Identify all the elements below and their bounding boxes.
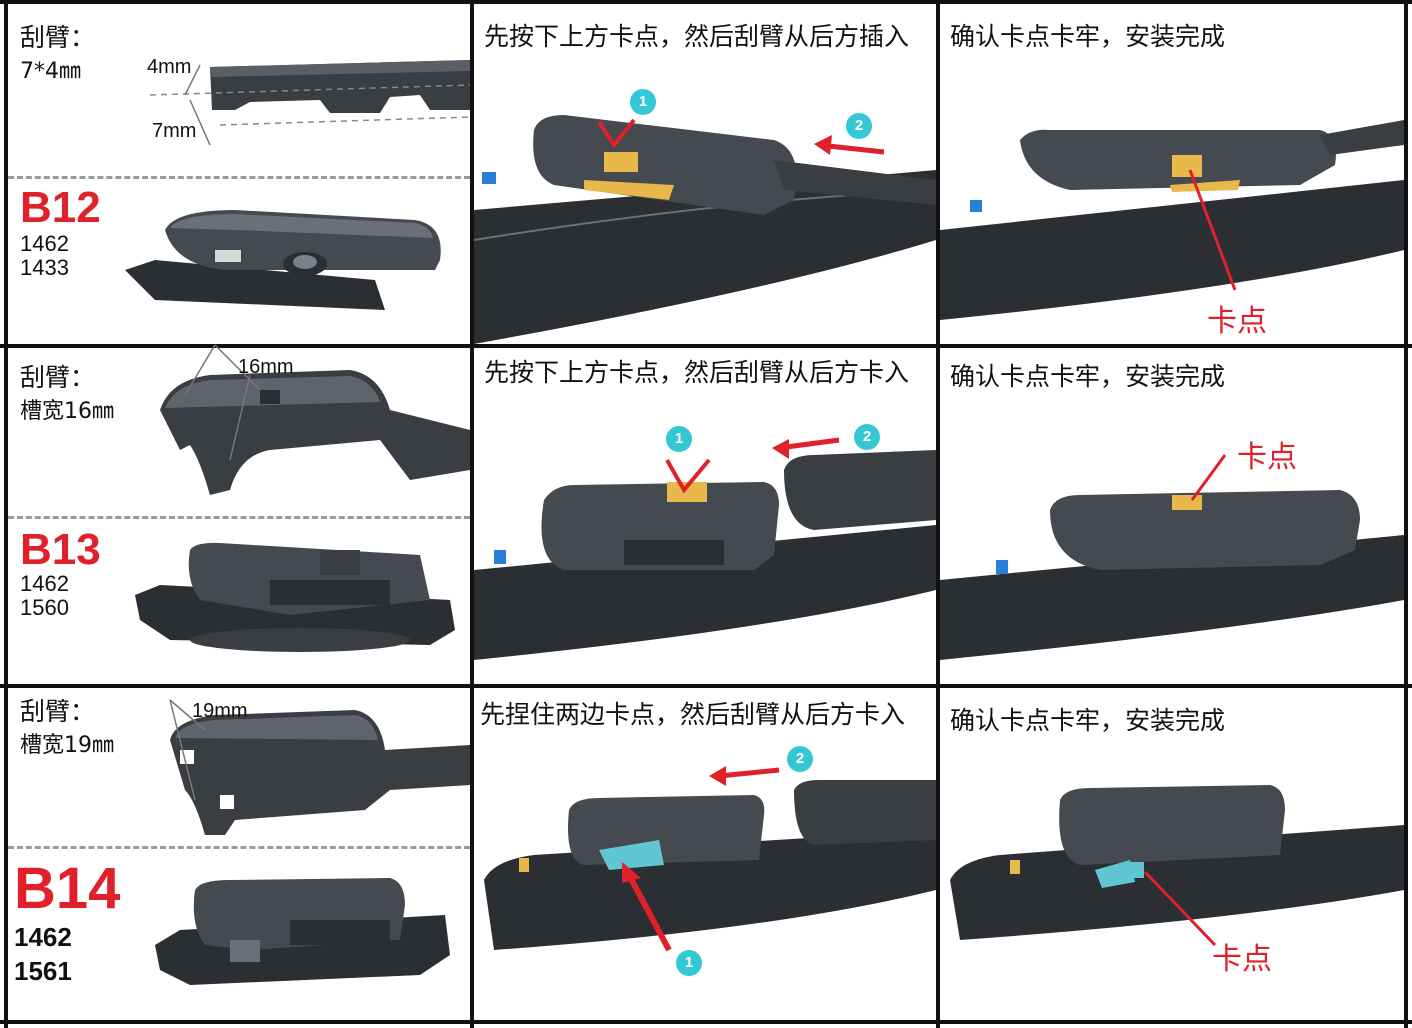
model-code: B14 — [14, 856, 121, 921]
grid-line — [0, 0, 1412, 4]
part-number: 1560 — [20, 595, 69, 620]
model-code: B13 — [20, 525, 101, 574]
part-number: 1462 — [20, 231, 69, 256]
step-badge: 2 — [787, 746, 813, 772]
part-number: 1462 — [20, 571, 69, 596]
step-badge: 1 — [676, 950, 702, 976]
grid-line — [0, 344, 1412, 348]
arm-profile-illustration — [149, 60, 471, 146]
grid-line — [4, 0, 8, 1028]
dim-width: 7mm — [152, 120, 197, 142]
dim-slot-width: 16mm — [238, 356, 294, 378]
installed-b14-illustration — [950, 785, 1404, 947]
grid-line — [0, 1020, 1412, 1024]
part-number: 1433 — [20, 255, 69, 280]
arm-profile-illustration — [160, 344, 470, 495]
grid-line — [1404, 0, 1408, 1028]
step-instruction: 先按下上方卡点，然后刮臂从后方卡入 — [484, 358, 910, 387]
arm-spec: 7*4㎜ — [20, 59, 81, 84]
dim-thickness: 4mm — [147, 56, 192, 78]
step-instruction: 先按下上方卡点，然后刮臂从后方插入 — [484, 22, 910, 51]
adapter-b12-illustration — [125, 210, 441, 310]
grid-line — [936, 0, 940, 1028]
adapter-b14-illustration — [155, 878, 450, 985]
catch-label: 卡点 — [1237, 440, 1297, 475]
divider — [8, 846, 470, 849]
dim-slot-width: 19mm — [192, 700, 248, 722]
divider — [8, 176, 470, 179]
model-code: B12 — [20, 183, 101, 232]
step-badge: 1 — [630, 89, 656, 115]
step-instruction: 先捏住两边卡点，然后刮臂从后方卡入 — [480, 700, 906, 729]
arm-label: 刮臂： — [20, 697, 96, 726]
installed-b12-illustration — [940, 120, 1404, 320]
part-number: 1462 — [14, 922, 72, 952]
step-badge: 2 — [846, 113, 872, 139]
arm-spec: 槽宽19㎜ — [20, 733, 114, 758]
confirm-instruction: 确认卡点卡牢，安装完成 — [950, 362, 1226, 391]
adapter-b13-illustration — [135, 542, 455, 652]
arm-label: 刮臂： — [20, 363, 96, 392]
installed-b13-illustration — [940, 454, 1404, 660]
confirm-instruction: 确认卡点卡牢，安装完成 — [950, 706, 1226, 735]
divider — [8, 516, 470, 519]
confirm-instruction: 确认卡点卡牢，安装完成 — [950, 22, 1226, 51]
catch-label: 卡点 — [1207, 304, 1267, 339]
catch-label: 卡点 — [1212, 942, 1272, 977]
grid-line — [470, 0, 474, 1028]
arm-profile-illustration — [169, 699, 470, 835]
part-number: 1561 — [14, 956, 72, 986]
install-step-b14-illustration — [484, 766, 936, 952]
arm-spec: 槽宽16㎜ — [20, 399, 114, 424]
install-step-b12-illustration — [473, 115, 937, 344]
arm-label: 刮臂： — [20, 23, 96, 52]
step-badge: 2 — [854, 424, 880, 450]
install-step-b13-illustration — [474, 437, 936, 660]
step-badge: 1 — [666, 426, 692, 452]
grid-line — [0, 684, 1412, 688]
